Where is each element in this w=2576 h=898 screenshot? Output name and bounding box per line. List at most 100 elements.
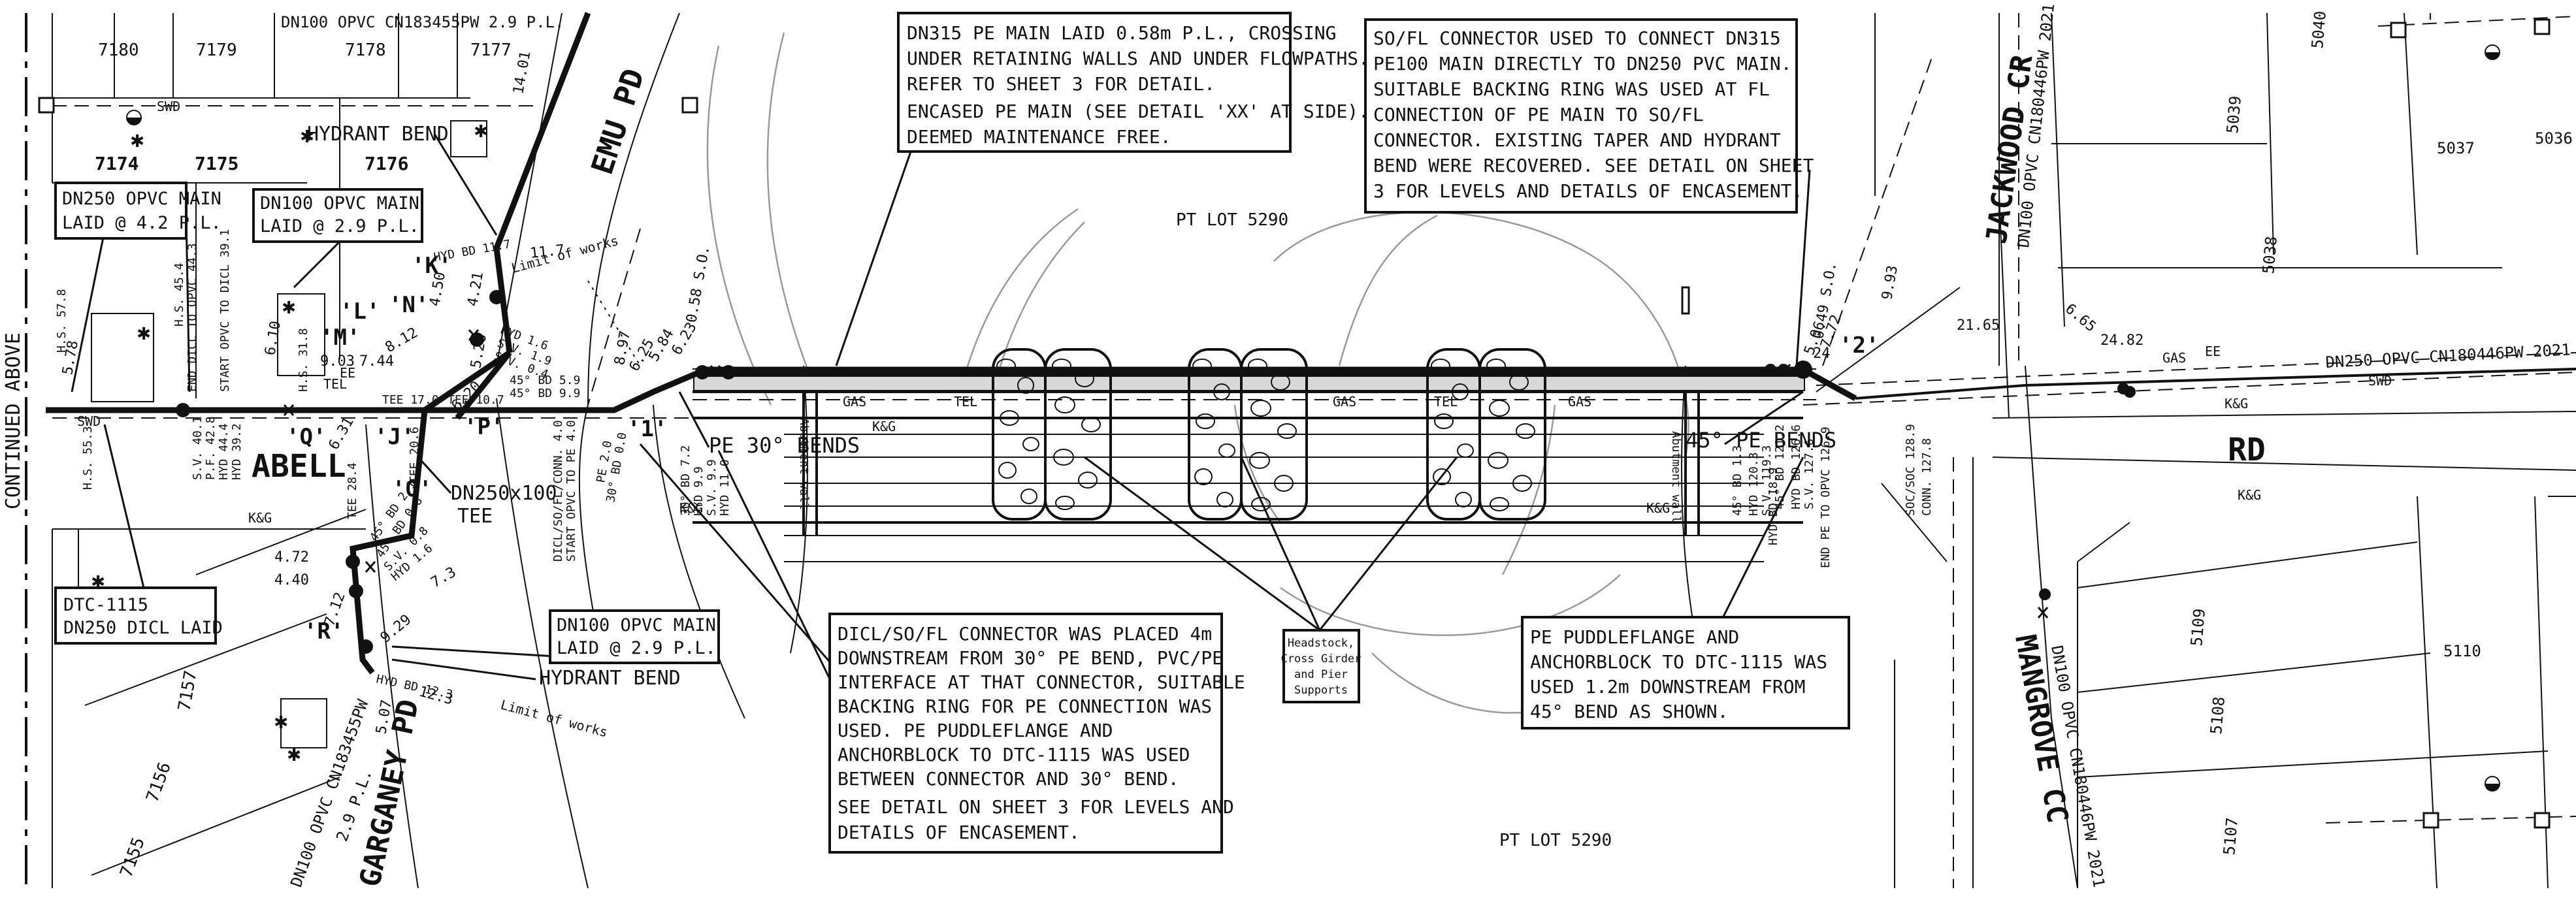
svg-text:BEND WERE RECOVERED. SEE DETAI: BEND WERE RECOVERED. SEE DETAIL ON SHEET (1373, 155, 1814, 176)
chainage-labels-right: 45° BD 1.3 HYD 120.3 S.V. 119.3 45° BD 1… (1731, 424, 1934, 568)
lot-number: 5038 (2259, 236, 2281, 275)
lot-number: 7177 (470, 40, 512, 60)
svg-text:ENCASED PE MAIN (SEE DETAIL 'X: ENCASED PE MAIN (SEE DETAIL 'XX' AT SIDE… (907, 101, 1369, 122)
chainage: TEE 10.7 (448, 393, 504, 407)
dimension: 24 (1813, 345, 1831, 362)
dimension: 4.72 (274, 549, 309, 566)
pier (992, 348, 1112, 521)
svg-text:LAID @ 4.2 P.L.: LAID @ 4.2 P.L. (62, 213, 221, 233)
svg-text:45° BEND AS SHOWN.: 45° BEND AS SHOWN. (1530, 701, 1728, 722)
svg-text:DN250 DICL LAID: DN250 DICL LAID (63, 618, 223, 638)
svg-text:CONNECTION OF PE MAIN TO SO/FL: CONNECTION OF PE MAIN TO SO/FL (1373, 104, 1704, 125)
street-name-abell: ABELL (252, 448, 346, 485)
sluice-valve-icon (283, 329, 2049, 618)
svg-text:SEE DETAIL ON SHEET 3 FOR LEVE: SEE DETAIL ON SHEET 3 FOR LEVELS AND (838, 796, 1234, 818)
marker-p: 'P' (464, 414, 504, 440)
street-name-rd: RD (2228, 432, 2266, 468)
svg-text:Cross Girder: Cross Girder (1281, 652, 1361, 665)
marker-l: 'L' (340, 298, 380, 325)
utility-lines (52, 52, 2576, 419)
tee-label: DN250x100 (451, 482, 557, 505)
lot-boundaries-right: 5040 5039 5037 5036 5038 5109 5110 5108 … (1816, 10, 2576, 889)
svg-text:DN315 PE MAIN LAID 0.58m P.L.,: DN315 PE MAIN LAID 0.58m P.L., CROSSING (907, 22, 1336, 44)
note-pe-puddleflange: PE PUDDLEFLANGE AND ANCHORBLOCK TO DTC-1… (1521, 616, 1850, 730)
chainage: HYD BD 18.9 (1767, 468, 1780, 545)
chainage: 45° BD 5.9 (510, 374, 580, 387)
dimension: 7.12 (321, 590, 349, 628)
svg-text:BACKING RING FOR PE CONNECTION: BACKING RING FOR PE CONNECTION WAS (838, 696, 1212, 717)
lot-number: 7179 (196, 40, 237, 60)
water-main-dn250 (46, 12, 2576, 889)
chainage: START OPVC TO PE 4.0 (564, 420, 578, 562)
marker-1: '1' (627, 416, 667, 442)
dimension: 6.65 (2062, 300, 2099, 335)
chainage: P.F. 42.8 (204, 416, 218, 480)
svg-text:SO/FL CONNECTOR USED TO CONNEC: SO/FL CONNECTOR USED TO CONNECT DN315 (1373, 27, 1781, 49)
tel-label: TEL (323, 376, 347, 392)
lot-number: 7157 (174, 669, 201, 713)
chainage: END PE TO OPVC 126.9 (1819, 426, 1833, 568)
dimension: 6.10 (262, 320, 284, 357)
chainage: H.S. 45.4 (172, 263, 186, 327)
structure-outlines (91, 120, 487, 748)
chainage: 45° BD 1.3 (1731, 445, 1744, 516)
note-dn100-opvc-top: DN100 OPVC MAIN LAID @ 2.9 P.L. (252, 188, 423, 243)
continued-above-label: CONTINUED ABOVE (2, 332, 25, 509)
svg-text:✱: ✱ (287, 741, 301, 767)
chainage: HYD 9.9 (692, 466, 706, 516)
lot-number: 7175 (195, 153, 238, 174)
fence-posts (38, 18, 2551, 829)
chainage: HYD 120.3 (1747, 452, 1761, 516)
lot-number: 5109 (2187, 608, 2209, 647)
chainage: H.S. 31.8 (297, 328, 310, 392)
svg-text:LAID @ 2.9 P.L.: LAID @ 2.9 P.L. (557, 638, 716, 658)
marker-q: 'Q' (286, 424, 326, 450)
lot-number: 5110 (2443, 642, 2481, 660)
dimension: 7.44 (359, 353, 394, 370)
note-dn250-opvc: DN250 OPVC MAIN LAID @ 4.2 P.L. (54, 182, 221, 240)
svg-text:DN100 OPVC MAIN: DN100 OPVC MAIN (557, 615, 716, 635)
pier (1426, 348, 1546, 521)
chainage: CONN. 127.8 (1920, 438, 1934, 516)
marker-m: 'M' (320, 325, 360, 351)
gas-label: GAS (843, 394, 866, 409)
dimension: 14.01 (510, 50, 534, 95)
ee-label: EE (340, 365, 355, 381)
pier-supports (992, 348, 1546, 521)
dimension: 9.03 (320, 353, 355, 370)
chainage: SOC/SOC 128.9 (1904, 424, 1917, 516)
hydrant-bend-label: HYDRANT BEND (539, 667, 681, 690)
svg-text:CONNECTOR. EXISTING TAPER AND: CONNECTOR. EXISTING TAPER AND HYDRANT (1373, 129, 1781, 151)
abutment-wall-label: Abutment wall (797, 418, 811, 510)
svg-text:REFER TO SHEET 3 FOR DETAIL.: REFER TO SHEET 3 FOR DETAIL. (907, 73, 1215, 95)
lot-number: 7178 (345, 40, 386, 60)
pt-lot-label: PT LOT 5290 (1499, 831, 1612, 850)
chainage: TEE 17.0 (382, 393, 439, 407)
note-dtc-1115: DTC-1115 DN250 DICL LAID (54, 586, 223, 645)
ee-label: EE (2205, 344, 2221, 359)
lot-number: 5107 (2220, 817, 2242, 856)
swd-label: SWD (2368, 373, 2392, 389)
chainage: HYD BD 12.3 (375, 672, 454, 701)
note-pe-main: DN315 PE MAIN LAID 0.58m P.L., CROSSING … (897, 12, 1369, 153)
tree-symbol-icon: ✱✱✱ ✱✱✱ ✱✱ (91, 117, 487, 767)
road-alignments (365, 12, 1699, 889)
svg-text:DN100 OPVC MAIN: DN100 OPVC MAIN (260, 193, 419, 214)
svg-text:✱: ✱ (301, 122, 314, 148)
swd-label: SWD (77, 413, 101, 429)
lot-number: 7176 (365, 153, 408, 174)
marker-2: '2' (1839, 332, 1879, 359)
marker-n: 'N' (389, 292, 429, 318)
svg-text:UNDER RETAINING WALLS AND UNDE: UNDER RETAINING WALLS AND UNDER FLOWPATH… (907, 48, 1369, 69)
svg-text:SUITABLE BACKING RING WAS USED: SUITABLE BACKING RING WAS USED AT FL (1373, 78, 1770, 100)
svg-text:BETWEEN CONNECTOR AND 30° BEND: BETWEEN CONNECTOR AND 30° BEND. (838, 768, 1179, 790)
lot-number: 5037 (2437, 139, 2475, 157)
svg-text:Headstock,: Headstock, (1288, 637, 1354, 650)
point-markers: 'K' 'L' 'M' 'N' 'P' 'Q' 'J' 'O' 'R' '1' … (286, 253, 1879, 645)
svg-text:LAID @ 2.9 P.L.: LAID @ 2.9 P.L. (260, 216, 419, 236)
note-headstock: Headstock, Cross Girder and Pier Support… (1281, 629, 1361, 703)
kg-label: K&G (1646, 500, 1670, 516)
dimension: 8.12 (383, 325, 421, 356)
chainage: TEE 20.6 (408, 426, 421, 483)
